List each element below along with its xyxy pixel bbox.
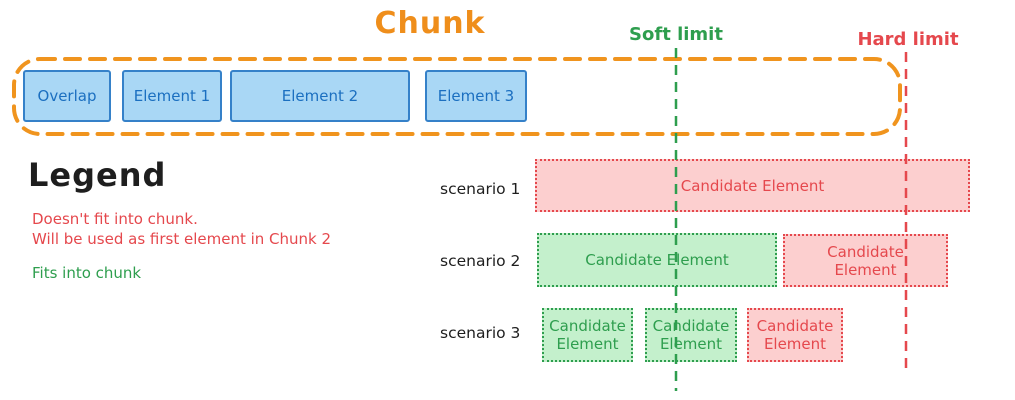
- scenario-3-candidate-fit-1: Candidate Element: [542, 308, 633, 362]
- scenario-2-candidate-not-fit: Candidate Element: [783, 234, 948, 287]
- chunk-element-overlap: Overlap: [23, 70, 111, 122]
- scenario-3-label: scenario 3: [440, 324, 521, 342]
- legend-fit-text: Fits into chunk: [32, 264, 142, 282]
- scenario-3-candidate-not-fit: Candidate Element: [747, 308, 843, 362]
- chunk-element-label: Element 2: [281, 87, 359, 105]
- legend-not-fit-line1: Doesn't fit into chunk.: [32, 210, 198, 228]
- chunk-title: Chunk: [374, 6, 486, 41]
- candidate-label: Candidate Element: [652, 317, 730, 353]
- legend-not-fit-text: Doesn't fit into chunk. Will be used as …: [32, 209, 331, 249]
- candidate-label: Candidate Element: [549, 317, 626, 353]
- legend-not-fit-line2: Will be used as first element in Chunk 2: [32, 230, 332, 248]
- chunk-element-label: Overlap: [37, 87, 97, 105]
- chunk-element-1: Element 1: [122, 70, 222, 122]
- scenario-1-candidate-not-fit: Candidate Element: [535, 159, 970, 212]
- scenario-3-candidate-fit-2: Candidate Element: [645, 308, 737, 362]
- chunk-element-label: Element 3: [437, 87, 515, 105]
- hard-limit-label: Hard limit: [857, 29, 959, 50]
- chunk-element-2: Element 2: [230, 70, 410, 122]
- chunk-element-3: Element 3: [425, 70, 527, 122]
- legend-heading: Legend: [28, 156, 167, 194]
- candidate-label: Candidate Element: [680, 176, 825, 195]
- scenario-2-label: scenario 2: [440, 252, 521, 270]
- candidate-label: Candidate Element: [756, 317, 834, 353]
- candidate-label: Candidate Element: [585, 251, 729, 269]
- chunk-element-label: Element 1: [133, 87, 211, 105]
- scenario-1-label: scenario 1: [440, 180, 521, 198]
- candidate-label: Candidate Element: [827, 242, 904, 279]
- soft-limit-label: Soft limit: [629, 24, 723, 45]
- scenario-2-candidate-fit: Candidate Element: [537, 233, 777, 287]
